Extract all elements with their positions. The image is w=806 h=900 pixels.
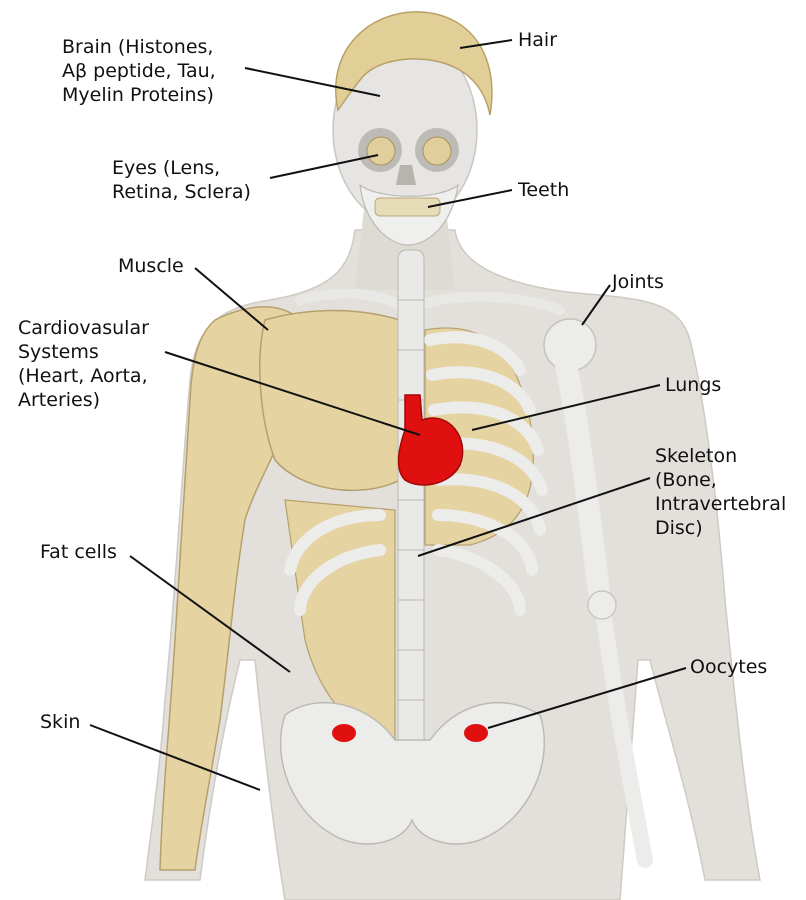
chest-muscle (260, 311, 400, 491)
label-lungs: Lungs (665, 373, 721, 397)
label-skin: Skin (40, 710, 80, 734)
elbow-joint (588, 591, 616, 619)
label-oocytes: Oocytes (690, 655, 767, 679)
label-skeleton: Skeleton (Bone, Intravertebral Disc) (655, 444, 786, 540)
label-fat-cells: Fat cells (40, 540, 117, 564)
eye-right (367, 137, 395, 165)
label-teeth: Teeth (518, 178, 569, 202)
label-eyes: Eyes (Lens, Retina, Sclera) (112, 156, 251, 204)
label-muscle: Muscle (118, 254, 184, 278)
spine (398, 250, 424, 750)
label-joints: Joints (612, 270, 664, 294)
label-hair: Hair (518, 28, 557, 52)
oocyte-right (464, 724, 488, 742)
label-brain: Brain (Histones, Aβ peptide, Tau, Myelin… (62, 35, 216, 107)
eye-left (423, 137, 451, 165)
label-cardiovascular: Cardiovasular Systems (Heart, Aorta, Art… (18, 316, 149, 412)
oocyte-left (332, 724, 356, 742)
